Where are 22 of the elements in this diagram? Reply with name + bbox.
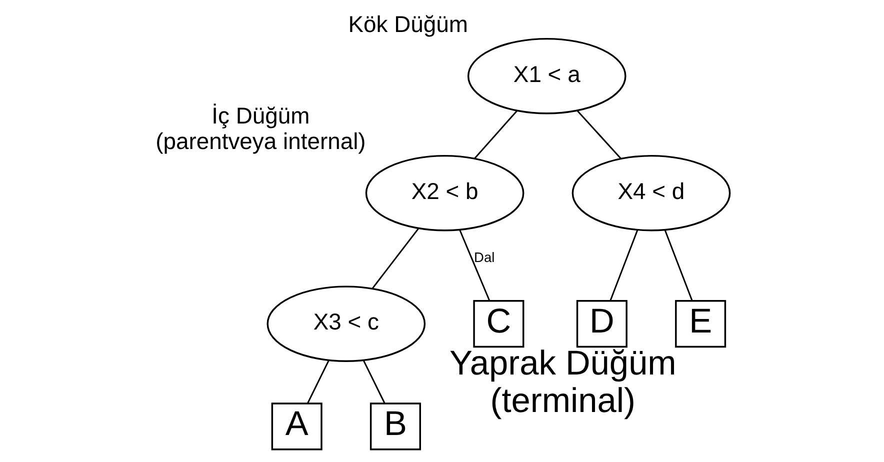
node-box: B: [369, 402, 420, 450]
connector: [306, 360, 329, 404]
connector: [609, 229, 638, 301]
node-label: İç Düğüm: [211, 102, 310, 128]
node-box: C: [472, 300, 524, 348]
node-ellipse: X2 < b: [364, 154, 524, 231]
edge-label: Dal: [474, 250, 494, 265]
node-label: (terminal): [490, 382, 636, 420]
node-box: E: [674, 300, 726, 348]
node-ellipse: X4 < d: [571, 154, 730, 231]
node-box: D: [576, 300, 627, 348]
node-ellipse: X1 < a: [466, 37, 626, 114]
connector: [362, 360, 385, 404]
node-label: (parentveya internal): [155, 127, 366, 154]
connector: [474, 110, 518, 158]
node-box: A: [270, 402, 322, 450]
node-ellipse: X3 < c: [266, 285, 426, 362]
connector: [458, 229, 490, 301]
node-label: Kök Düğüm: [348, 10, 468, 36]
connector: [664, 229, 692, 301]
connector: [576, 110, 621, 159]
connector: [371, 227, 419, 288]
